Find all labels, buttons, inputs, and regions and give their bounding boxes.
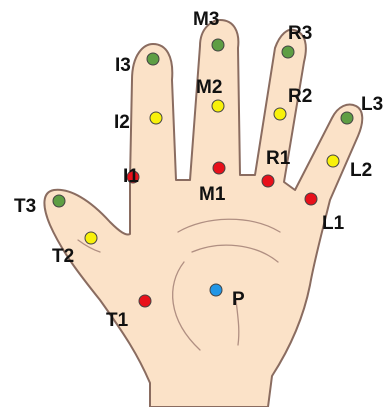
- point-l3-label: L3: [361, 94, 383, 115]
- point-t1-label: T1: [106, 310, 129, 331]
- point-m2-label: M2: [196, 77, 222, 98]
- point-p-label: P: [232, 289, 245, 310]
- point-r2-label: R2: [288, 86, 312, 107]
- point-p-dot: [210, 284, 222, 296]
- point-l3-dot: [341, 112, 353, 124]
- point-i3-label: I3: [115, 55, 131, 76]
- point-m3-dot: [212, 39, 224, 51]
- point-t2-label: T2: [52, 246, 74, 267]
- point-l1-dot: [305, 193, 317, 205]
- point-t1-dot: [139, 295, 151, 307]
- point-t3-dot: [53, 195, 65, 207]
- point-t3-label: T3: [14, 196, 36, 217]
- point-t2-dot: [85, 232, 97, 244]
- point-l1-label: L1: [322, 213, 345, 234]
- point-r3-label: R3: [288, 23, 312, 44]
- point-r3-dot: [282, 46, 294, 58]
- point-m2-dot: [212, 100, 224, 112]
- point-i2-label: I2: [114, 112, 130, 133]
- point-r1-label: R1: [266, 148, 291, 169]
- point-l2-label: L2: [350, 160, 372, 181]
- point-l2-dot: [327, 155, 339, 167]
- point-r2-dot: [274, 108, 286, 120]
- point-i3-dot: [147, 53, 159, 65]
- point-i2-dot: [150, 112, 162, 124]
- point-m1-label: M1: [199, 184, 226, 205]
- point-r1-dot: [262, 175, 274, 187]
- point-i1-label: I1: [123, 166, 139, 187]
- point-m3-label: M3: [193, 9, 219, 30]
- point-m1-dot: [213, 162, 225, 174]
